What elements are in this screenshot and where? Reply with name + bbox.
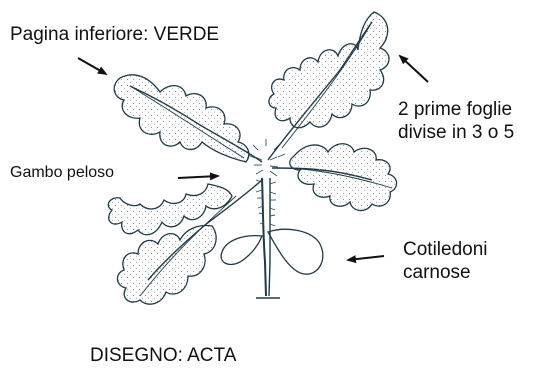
- stem: [256, 178, 280, 298]
- label-underside: Pagina inferiore: VERDE: [10, 24, 219, 47]
- arrow-underside: [78, 58, 106, 74]
- arrow-cotyledons: [348, 256, 384, 260]
- arrow-first-leaves: [400, 56, 428, 82]
- stem-hairs: [248, 139, 285, 226]
- leaf-middle-right: [272, 144, 397, 211]
- cotyledons: [221, 229, 323, 274]
- label-cotyledons: Cotiledoni carnose: [403, 239, 488, 285]
- leaf-upper-right: [268, 12, 389, 160]
- label-cotyledons-line1: Cotiledoni: [403, 239, 488, 262]
- leaf-upper-left: [114, 75, 262, 162]
- label-first-leaves-line2: divise in 3 o 5: [398, 122, 514, 145]
- arrow-stem: [178, 176, 218, 178]
- label-first-leaves: 2 prime foglie divise in 3 o 5: [398, 99, 514, 145]
- label-first-leaves-line1: 2 prime foglie: [398, 99, 514, 122]
- leaf-lower-left: [108, 180, 262, 304]
- label-cotyledons-line2: carnose: [403, 262, 488, 285]
- label-stem: Gambo peloso: [10, 163, 114, 182]
- drawing-credit: DISEGNO: ACTA: [90, 345, 236, 368]
